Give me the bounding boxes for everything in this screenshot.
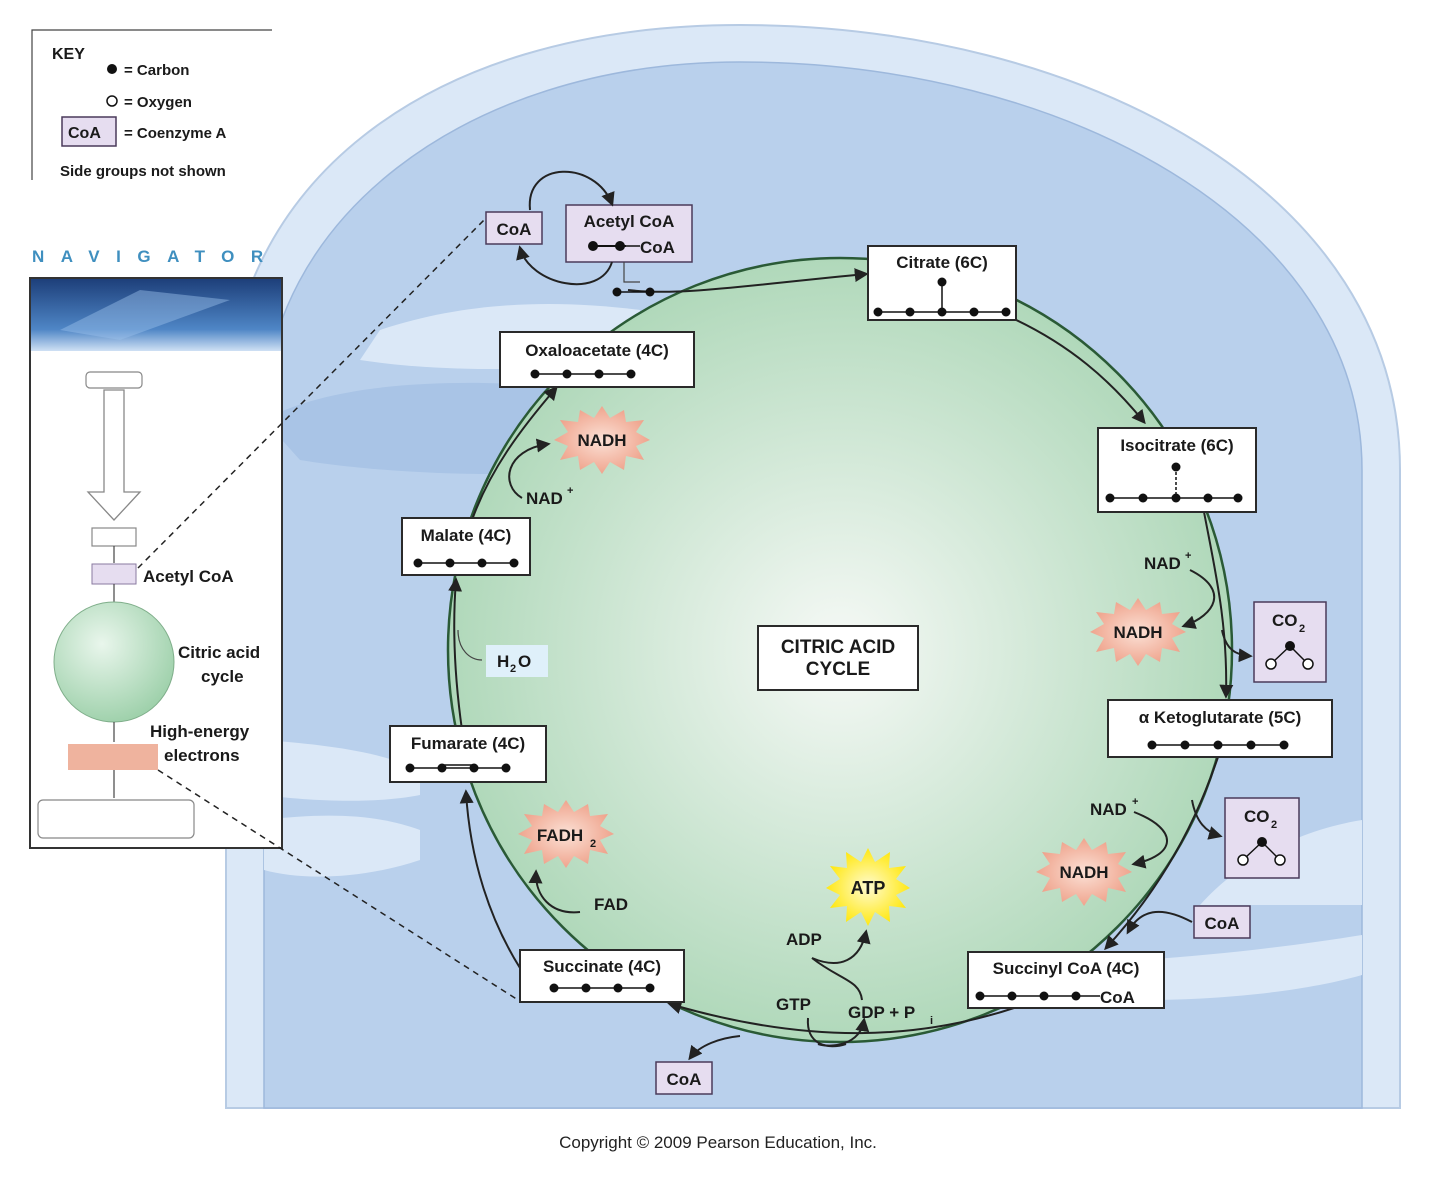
key-coa-box <box>61 116 117 147</box>
gdp-sub: i <box>930 1015 933 1027</box>
coa-bottom-label: CoA <box>667 1070 702 1089</box>
key-carbon: = Carbon <box>124 62 189 79</box>
key-title: KEY <box>52 46 85 63</box>
citrate-label: Citrate (6C) <box>896 253 988 272</box>
acetyl-coa-tail: CoA <box>640 238 675 257</box>
gdp-label: GDP + P <box>848 1003 915 1022</box>
coa-top-label: CoA <box>497 220 532 239</box>
isocitrate-node: Isocitrate (6C) <box>1097 427 1257 513</box>
nav-step-box-1 <box>85 371 143 389</box>
acetyl-coa-box <box>565 204 693 263</box>
nad-label-2: NAD <box>1090 800 1127 819</box>
oxaloacetate-node: Oxaloacetate (4C) <box>499 331 695 388</box>
navigator-panel: NAVIGATOR Acetyl CoA Citric acid cycle H… <box>29 247 283 849</box>
succinyl-coa-label: Succinyl CoA (4C) <box>993 959 1140 978</box>
nav-high-energy-label: High-energy <box>150 722 250 741</box>
succinyl-coa-tail: CoA <box>1100 988 1135 1007</box>
fad-label: FAD <box>594 895 628 914</box>
coa-top-box <box>485 211 543 245</box>
nad-label-3: NAD <box>526 489 563 508</box>
nav-electrons-label: electrons <box>164 746 240 765</box>
fumarate-node: Fumarate (4C) <box>389 725 547 783</box>
ketoglutarate-label: α Ketoglutarate (5C) <box>1139 708 1302 727</box>
nav-cycle-label: cycle <box>201 667 244 686</box>
fumarate-label: Fumarate (4C) <box>411 734 525 753</box>
nad-plus-2: + <box>1132 796 1138 808</box>
navigator-image <box>31 279 281 351</box>
crista-4 <box>264 815 420 877</box>
cycle-title-line1: CITRIC ACID <box>781 637 895 658</box>
citrate-node: Citrate (6C) <box>867 245 1017 321</box>
nadh-burst-2 <box>1036 838 1132 906</box>
nav-cycle-ball <box>53 601 175 723</box>
oxaloacetate-label: Oxaloacetate (4C) <box>525 341 669 360</box>
fadh2-burst <box>518 800 614 868</box>
co2-label-1: CO <box>1272 611 1298 630</box>
key-side-groups: Side groups not shown <box>60 163 226 180</box>
key-coenzyme: = Coenzyme A <box>124 125 227 142</box>
copyright: Copyright © 2009 Pearson Education, Inc. <box>559 1133 877 1152</box>
crista-6 <box>1140 935 1362 1000</box>
step-hydration: H 2 O <box>457 629 548 677</box>
nad-plus-1: + <box>1185 550 1191 562</box>
fadh2-label: FADH <box>537 826 583 845</box>
nav-step-box-3 <box>37 799 195 839</box>
succinate-node: Succinate (4C) <box>519 949 685 1003</box>
h2o-sub: 2 <box>510 663 516 675</box>
nav-acetyl-coa-label: Acetyl CoA <box>143 567 234 586</box>
cycle-title-box: CITRIC ACID CYCLE <box>757 625 919 691</box>
nad-plus-3: + <box>567 485 573 497</box>
nadh-burst-3 <box>554 406 650 474</box>
nav-electrons-box <box>68 744 158 770</box>
key-legend: KEY = Carbon = Oxygen CoA = Coenzyme A S… <box>31 29 272 180</box>
h2o-h: H <box>497 652 509 671</box>
gtp-label: GTP <box>776 995 811 1014</box>
malate-node: Malate (4C) <box>401 517 531 576</box>
step-isocitrate-oxidation: NAD + NADH CO 2 <box>1090 550 1327 683</box>
step-succinate-oxidation: FADH 2 FAD <box>518 800 628 914</box>
co2-label-2: CO <box>1244 807 1270 826</box>
nav-big-arrow <box>86 389 142 521</box>
nav-acetyl-coa-box <box>91 563 137 585</box>
cycle-title-line2: CYCLE <box>806 659 870 680</box>
malate-label: Malate (4C) <box>421 526 512 545</box>
coa-right-label: CoA <box>1205 914 1240 933</box>
nadh-label-3: NADH <box>577 431 626 450</box>
h2o-o: O <box>518 652 531 671</box>
isocitrate-label: Isocitrate (6C) <box>1120 436 1233 455</box>
atp-label: ATP <box>851 878 886 898</box>
fadh2-sub: 2 <box>590 838 596 850</box>
step-malate-oxidation: NADH NAD + <box>508 406 650 508</box>
carbon-icon <box>107 64 117 74</box>
nad-label-1: NAD <box>1144 554 1181 573</box>
key-oxygen: = Oxygen <box>124 94 192 111</box>
coa-bottom-box <box>655 1061 713 1095</box>
oxygen-icon <box>106 95 118 107</box>
co2-sub-1: 2 <box>1299 623 1305 635</box>
succinate-label: Succinate (4C) <box>543 957 661 976</box>
nadh-burst-1 <box>1090 598 1186 666</box>
acetyl-coa-label: Acetyl CoA <box>584 212 675 231</box>
acetyl-coa-entry: CoA Acetyl CoA CoA <box>485 170 693 297</box>
nav-step-box-2 <box>91 527 137 547</box>
co2-sub-2: 2 <box>1271 819 1277 831</box>
step-substrate-phosphorylation: ATP ADP GTP GDP + P i CoA <box>655 848 933 1095</box>
ketoglutarate-node: α Ketoglutarate (5C) <box>1107 699 1333 758</box>
nav-citric-acid-label: Citric acid <box>178 643 260 662</box>
zoom-line-bottom <box>157 769 519 1001</box>
h2o-box <box>486 645 548 677</box>
coa-right-box <box>1193 905 1251 939</box>
key-coa-label: CoA <box>68 125 101 142</box>
adp-label: ADP <box>786 930 822 949</box>
navigator-image-streak <box>60 290 230 340</box>
nadh-label-1: NADH <box>1113 623 1162 642</box>
navigator-title: NAVIGATOR <box>32 247 280 266</box>
succinyl-coa-node: Succinyl CoA (4C) CoA <box>967 951 1165 1009</box>
step-ketoglutarate-oxidation: NAD + NADH CO 2 CoA <box>1036 796 1300 939</box>
nadh-label-2: NADH <box>1059 863 1108 882</box>
atp-burst <box>826 848 910 926</box>
crista-3 <box>264 740 420 801</box>
